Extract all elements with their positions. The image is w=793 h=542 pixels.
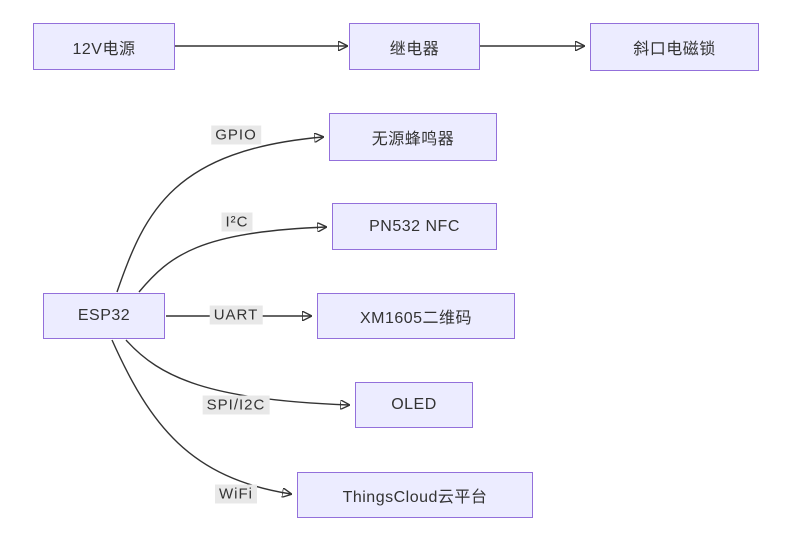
node-oled: OLED (355, 382, 473, 428)
node-label: PN532 NFC (369, 217, 460, 235)
edge-esp32-to-buzzer (116, 137, 323, 293)
node-12v-power: 12V电源 (33, 23, 175, 70)
edge-label-i2c: I²C (221, 212, 253, 232)
node-xm1605-qrcode: XM1605二维码 (317, 293, 515, 339)
edge-label-wifi: WiFi (215, 484, 257, 504)
node-label: ThingsCloud云平台 (342, 489, 488, 506)
edge-label-spi-i2c: SPI/I2C (202, 395, 270, 415)
node-label: XM1605二维码 (359, 310, 473, 327)
node-label: 12V电源 (72, 40, 136, 58)
edge-esp32-to-nfc (138, 227, 326, 293)
node-label: OLED (391, 396, 437, 413)
node-label: 无源蜂鸣器 (371, 131, 455, 148)
node-label: 斜口电磁锁 (633, 41, 716, 58)
node-pn532-nfc: PN532 NFC (332, 203, 497, 250)
edge-label-uart: UART (209, 305, 263, 325)
node-thingscloud: ThingsCloud云平台 (297, 472, 533, 518)
node-label: ESP32 (77, 307, 131, 324)
node-solenoid-lock: 斜口电磁锁 (590, 23, 759, 71)
node-esp32: ESP32 (43, 293, 165, 339)
edge-esp32-to-cloud (111, 339, 291, 494)
node-passive-buzzer: 无源蜂鸣器 (329, 113, 497, 161)
edge-esp32-to-oled (125, 339, 349, 405)
node-relay: 继电器 (349, 23, 480, 70)
node-label: 继电器 (389, 40, 440, 58)
edge-label-gpio: GPIO (211, 125, 261, 145)
